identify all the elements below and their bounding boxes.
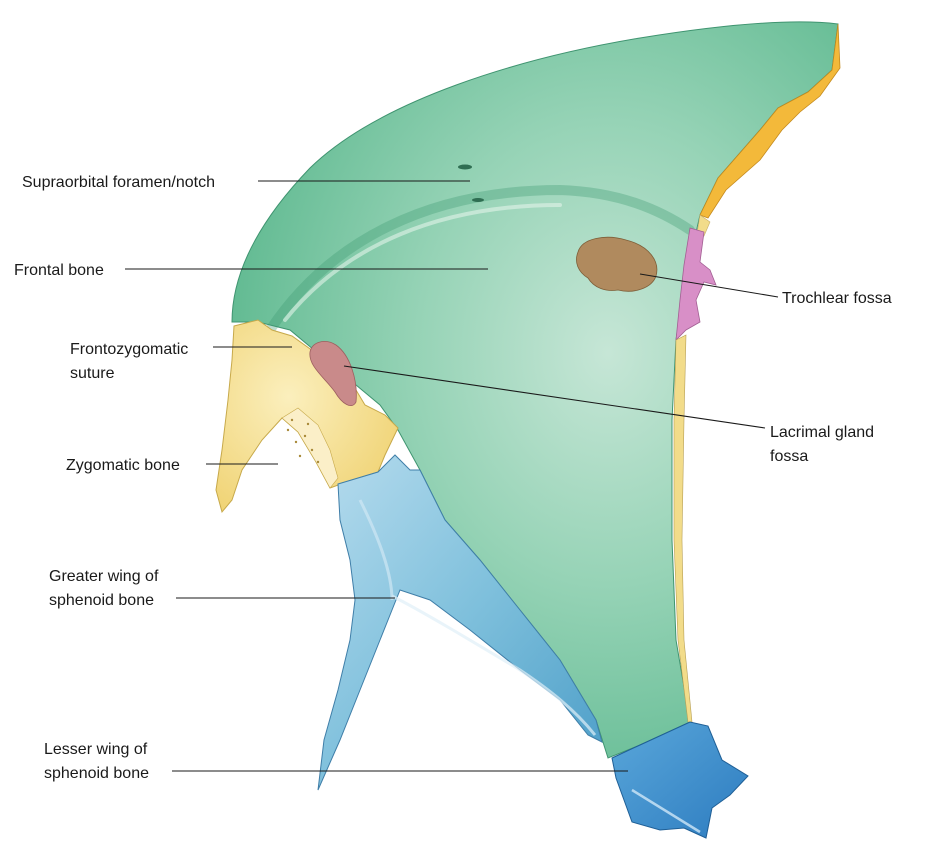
orbital-rim-highlight — [283, 203, 562, 322]
zygomatic-stipple — [286, 418, 320, 464]
greater-wing-crest — [391, 594, 597, 736]
greater-wing-shape — [317, 454, 603, 791]
lesser-wing-shape — [611, 721, 749, 839]
maxillary-edge-shape — [699, 23, 841, 219]
label-greater-wing-line2: sphenoid bone — [49, 592, 154, 609]
supraorbital-foramen-mark — [472, 198, 484, 202]
label-lacrimal-line1: Lacrimal gland — [770, 424, 874, 441]
greater-wing-crest-shadow — [358, 499, 394, 601]
label-lesser-wing-line1: Lesser wing of — [44, 741, 148, 758]
label-supraorbital: Supraorbital foramen/notch — [22, 174, 215, 191]
lesser-wing-highlight — [631, 788, 701, 834]
label-trochlear-fossa: Trochlear fossa — [782, 290, 892, 307]
lacrimal-gland-fossa-shape — [309, 341, 357, 406]
label-frontozygomatic-line1: Frontozygomatic — [70, 341, 188, 358]
lacrimal-bone-shape — [675, 227, 717, 342]
supraorbital-notch-mark — [458, 164, 472, 170]
lacrimal-leader — [343, 365, 766, 429]
label-frontozygomatic-line2: suture — [70, 365, 115, 382]
frontal-bone-shape — [231, 21, 839, 759]
label-zygomatic-bone: Zygomatic bone — [66, 457, 180, 474]
trochlear-fossa-shape — [576, 236, 658, 292]
label-frontal-bone: Frontal bone — [14, 262, 104, 279]
label-greater-wing-line1: Greater wing of — [49, 568, 159, 585]
trochlear-leader — [639, 273, 779, 298]
zygomatic-inner-surface — [281, 407, 339, 489]
label-lesser-wing-line2: sphenoid bone — [44, 765, 149, 782]
label-lacrimal-line2: fossa — [770, 448, 808, 465]
